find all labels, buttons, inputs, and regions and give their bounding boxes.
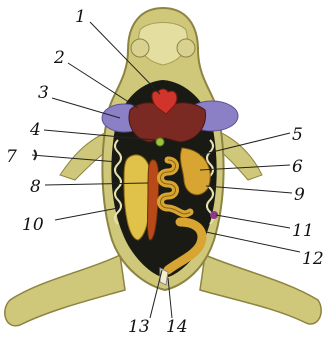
label-14: 14 [166, 317, 188, 337]
label-13: 13 [128, 317, 150, 337]
right-eye-bulge [177, 39, 195, 57]
leader-11 [216, 215, 290, 228]
label-8: 8 [30, 177, 41, 197]
label-9: 9 [294, 185, 305, 205]
label-3: 3 [38, 83, 49, 103]
label-12: 12 [302, 249, 324, 269]
label-2: 2 [53, 48, 65, 68]
gall-bladder [156, 138, 164, 146]
label-1: 1 [75, 7, 86, 27]
left-hind-leg [5, 255, 125, 326]
label-4: 4 [29, 120, 41, 140]
label-11: 11 [292, 221, 314, 241]
label-10: 10 [22, 215, 44, 235]
label-6: 6 [292, 157, 303, 177]
label-7: 7 [6, 147, 17, 167]
left-eye-bulge [131, 39, 149, 57]
label-5: 5 [292, 125, 303, 145]
leader-12 [206, 232, 300, 252]
